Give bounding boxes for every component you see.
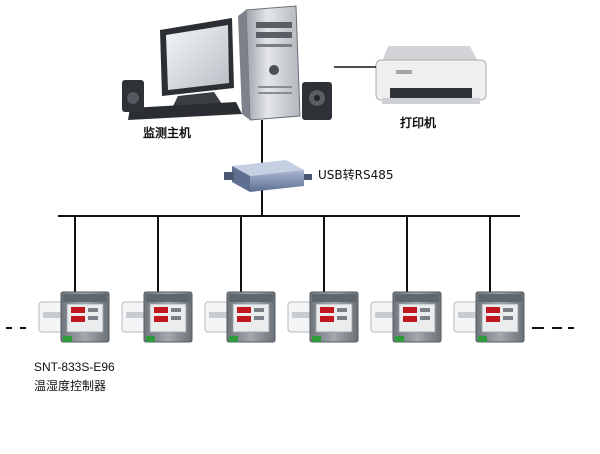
keyboard <box>128 102 242 120</box>
controller-side-connector <box>292 312 310 318</box>
controller-button <box>171 316 181 320</box>
temperature-humidity-controller <box>370 291 442 343</box>
controller-button <box>171 308 181 312</box>
controller-terminal-block <box>146 336 155 342</box>
controller-top-bar <box>312 294 356 302</box>
controller-display-lower <box>237 316 251 322</box>
device-row <box>38 291 525 343</box>
controller-top-bar <box>395 294 439 302</box>
controller-top-bar <box>146 294 190 302</box>
pc-tower <box>238 5 301 121</box>
speaker-left <box>122 80 144 112</box>
controller-display-upper <box>320 307 334 313</box>
controller-side-connector <box>43 312 61 318</box>
controller-display-upper <box>403 307 417 313</box>
controller-button <box>420 308 430 312</box>
controller-display-upper <box>71 307 85 313</box>
monitor <box>128 18 242 120</box>
usb-rs485-converter <box>224 160 312 192</box>
controller-display-upper <box>237 307 251 313</box>
controller-side-connector <box>126 312 144 318</box>
controller-terminal-block <box>63 336 72 342</box>
controller-side-connector <box>209 312 227 318</box>
controller-button <box>88 316 98 320</box>
controller-button <box>420 316 430 320</box>
connection-lines <box>58 66 520 217</box>
temperature-humidity-controller <box>453 291 525 343</box>
controller-display-lower <box>486 316 500 322</box>
controller-top-bar <box>478 294 522 302</box>
controller-top-bar <box>63 294 107 302</box>
controller-side-connector <box>375 312 393 318</box>
device-name-label: 温湿度控制器 <box>34 379 107 393</box>
controller-terminal-block <box>478 336 487 342</box>
temperature-humidity-controller <box>38 291 110 343</box>
controller-display-lower <box>320 316 334 322</box>
bus-drops <box>74 216 491 292</box>
controller-terminal-block <box>312 336 321 342</box>
controller-display-lower <box>154 316 168 322</box>
converter-label: USB转RS485 <box>318 168 394 182</box>
controller-button <box>88 308 98 312</box>
controller-side-connector <box>458 312 476 318</box>
controller-button <box>337 308 347 312</box>
printer-label: 打印机 <box>400 116 437 130</box>
controller-display-lower <box>71 316 85 322</box>
printer <box>375 46 487 104</box>
controller-display-upper <box>154 307 168 313</box>
controller-display-lower <box>403 316 417 322</box>
controller-terminal-block <box>229 336 238 342</box>
controller-button <box>503 308 513 312</box>
temperature-humidity-controller <box>121 291 193 343</box>
controller-button <box>254 316 264 320</box>
controller-button <box>503 316 513 320</box>
controller-terminal-block <box>395 336 404 342</box>
speaker-right <box>302 82 332 120</box>
temperature-humidity-controller <box>204 291 276 343</box>
device-model-label: SNT-833S-E96 <box>34 360 115 374</box>
controller-button <box>254 308 264 312</box>
controller-display-upper <box>486 307 500 313</box>
host-label: 监测主机 <box>143 126 192 140</box>
temperature-humidity-controller <box>287 291 359 343</box>
controller-top-bar <box>229 294 273 302</box>
controller-button <box>337 316 347 320</box>
